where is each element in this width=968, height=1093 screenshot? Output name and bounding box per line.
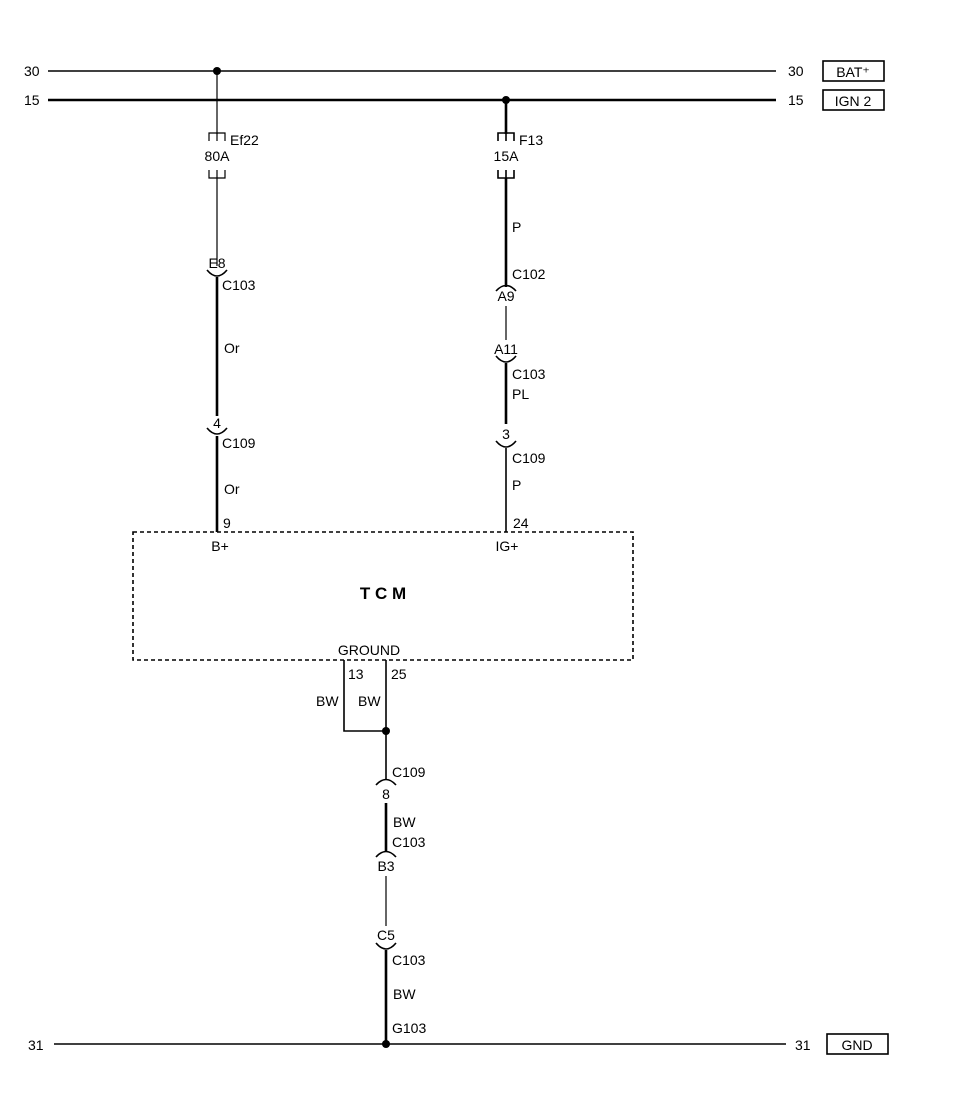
ground-circuit: 13 25 BW BW C109 8 BW C103 B3 C5 C103 BW… <box>316 660 426 1048</box>
gnd-rail: 31 31 GND <box>28 1033 889 1055</box>
right-conn3-name: C109 <box>512 450 546 466</box>
bat-rail-label-box <box>822 60 885 82</box>
left-conn2-pin: 4 <box>213 415 221 431</box>
ground-wire-b-color: BW <box>358 693 381 709</box>
ign-rail-num-right: 15 <box>788 92 804 108</box>
right-wire3-color: P <box>512 477 521 493</box>
left-conn2-name: C109 <box>222 435 256 451</box>
right-conn3-pin: 3 <box>502 426 510 442</box>
ground-point-dot <box>382 1040 390 1048</box>
right-wire2-color: PL <box>512 386 529 402</box>
right-wire1-color: P <box>512 219 521 235</box>
right-conn2-name: C103 <box>512 366 546 382</box>
left-wire2-color: Or <box>224 481 240 497</box>
bat-rail-num-right: 30 <box>788 63 804 79</box>
bat-rail-num-left: 30 <box>24 63 40 79</box>
ground-pin-a: 13 <box>348 666 364 682</box>
ign-rail-num-left: 15 <box>24 92 40 108</box>
ign-rail: 15 15 IGN 2 <box>24 89 885 111</box>
right-fuse-rating: 15A <box>494 148 520 164</box>
left-fuse-rating: 80A <box>205 148 231 164</box>
ground-point-label: G103 <box>392 1020 426 1036</box>
right-conn2-pin: A11 <box>494 341 518 357</box>
ground-conn3-icon <box>375 942 397 950</box>
right-conn3-icon <box>495 440 517 448</box>
ground-wire-a <box>343 660 386 732</box>
right-conn2-icon <box>495 355 517 363</box>
right-fuse-name: F13 <box>519 132 543 148</box>
right-circuit: F13 15A P C102 A9 A11 C103 PL 3 C109 P 2… <box>494 96 546 532</box>
tcm-module: B+ IG+ T C M GROUND <box>132 531 634 661</box>
right-conn1-icon <box>495 284 517 292</box>
right-conn1-pin: A9 <box>497 288 514 304</box>
gnd-rail-label-box <box>826 1033 889 1055</box>
bat-rail-label: BAT⁺ <box>836 64 870 80</box>
gnd-rail-num-right: 31 <box>795 1037 811 1053</box>
left-tcm-pin: 9 <box>223 515 231 531</box>
ground-conn3-pin: C5 <box>377 927 395 943</box>
left-circuit: Ef22 80A E8 C103 Or 4 C109 Or 9 <box>205 67 259 532</box>
ground-conn1-pin: 8 <box>382 786 390 802</box>
ground-conn1-icon <box>375 778 397 786</box>
gnd-rail-num-left: 31 <box>28 1037 44 1053</box>
ground-conn2-icon <box>375 850 397 858</box>
left-conn1-icon <box>206 269 228 277</box>
ground-conn2-name: C103 <box>392 834 426 850</box>
gnd-rail-label: GND <box>841 1037 872 1053</box>
left-wire1-color: Or <box>224 340 240 356</box>
right-tcm-pin: 24 <box>513 515 529 531</box>
tcm-terminal-ig-plus: IG+ <box>496 538 519 554</box>
bat-rail: 30 30 BAT⁺ <box>24 60 885 82</box>
ground-conn3-name: C103 <box>392 952 426 968</box>
ground-pin-b: 25 <box>391 666 407 682</box>
ground-wire1-color: BW <box>393 814 416 830</box>
tcm-ground-label: GROUND <box>338 642 400 658</box>
ground-wire3-color: BW <box>393 986 416 1002</box>
ground-wire-a-color: BW <box>316 693 339 709</box>
ground-conn1-name: C109 <box>392 764 426 780</box>
left-fuse-name: Ef22 <box>230 132 259 148</box>
ground-conn2-pin: B3 <box>377 858 394 874</box>
left-conn1-name: C103 <box>222 277 256 293</box>
tcm-terminal-b-plus: B+ <box>211 538 229 554</box>
ign-rail-label-box <box>822 89 885 111</box>
tcm-box <box>132 531 634 661</box>
left-conn2-icon <box>206 427 228 435</box>
left-conn1-pin: E8 <box>208 255 225 271</box>
ign-rail-label: IGN 2 <box>835 93 872 109</box>
tcm-title: T C M <box>360 584 406 603</box>
right-conn1-name: C102 <box>512 266 546 282</box>
